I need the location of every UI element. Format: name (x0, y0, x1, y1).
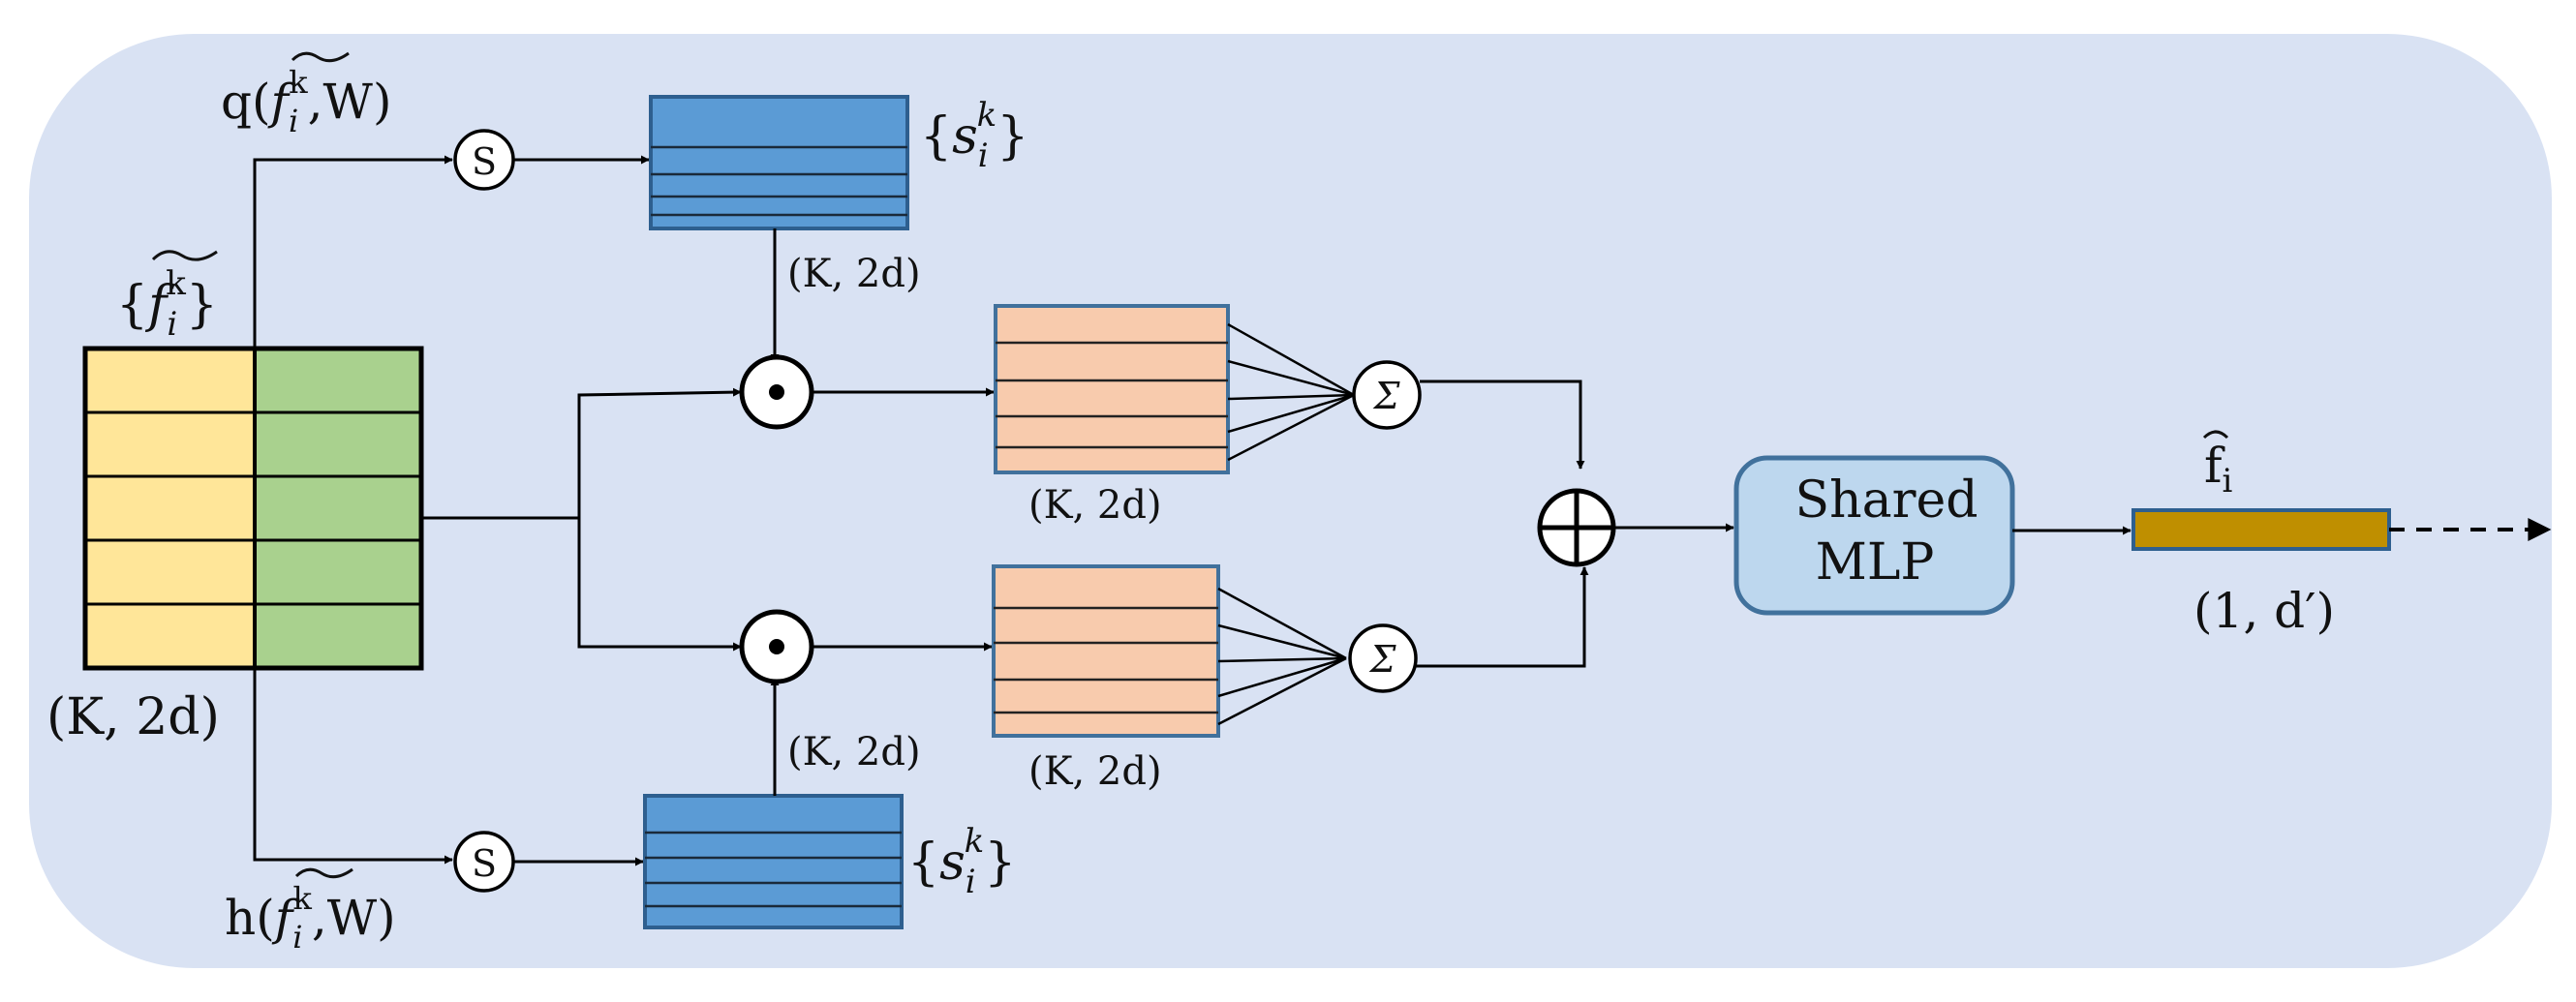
output-hat (2202, 430, 2229, 440)
output-vector (2131, 508, 2391, 551)
sum-bottom-icon: Σ (1348, 623, 1418, 693)
bottom-score-tilde (294, 867, 353, 879)
feature-set-tilde (151, 250, 218, 261)
panel-background (29, 34, 2552, 968)
weighted-bottom-dims-label: (K, 2d) (1028, 749, 1162, 794)
top-branch-line (253, 155, 453, 349)
output-name-label: fi (2204, 438, 2233, 501)
add-icon (1537, 488, 1616, 567)
bottom-branch-line (253, 668, 453, 865)
shared-mlp-box: Shared MLP (1733, 455, 2015, 616)
svg-text:Σ: Σ (1372, 375, 1401, 417)
output-dims-label: (1, d′) (2193, 583, 2335, 639)
bottom-score-function-label: h(fik,W) (225, 880, 396, 956)
sum-top-fan-lines (1227, 322, 1355, 462)
hadamard-bottom-icon (739, 609, 814, 684)
score-matrix-top (649, 95, 909, 230)
svg-text:Σ: Σ (1368, 638, 1397, 681)
feature-matrix (82, 346, 424, 671)
score-bottom-dims-label: (K, 2d) (787, 730, 921, 774)
score-matrix-bottom (643, 794, 904, 929)
softmax-top-icon: S (453, 129, 515, 191)
feature-set-label: {fik} (116, 264, 218, 344)
svg-text:S: S (472, 842, 497, 885)
score-bottom-label: {sik} (907, 822, 1016, 901)
score-top-dims-label: (K, 2d) (787, 252, 921, 296)
weighted-top-dims-label: (K, 2d) (1028, 483, 1162, 528)
mlp-label-line1: Shared (1794, 471, 1978, 530)
weighted-matrix-top (994, 304, 1230, 474)
feature-matrix-yellow-half (85, 349, 255, 668)
svg-text:S: S (472, 140, 497, 183)
sum-bottom-to-add-arrow (1416, 566, 1589, 668)
softmax-bottom-icon: S (453, 831, 515, 893)
sum-top-to-add-arrow (1420, 380, 1585, 470)
split-to-hadamard-top (577, 387, 742, 518)
sum-top-icon: Σ (1352, 360, 1422, 430)
feature-matrix-green-half (255, 349, 421, 668)
mlp-label-line2: MLP (1816, 533, 1935, 592)
top-score-function-label: q(fik,W) (221, 64, 391, 139)
hadamard-top-icon (739, 354, 814, 430)
weighted-matrix-bottom (992, 564, 1220, 738)
split-to-hadamard-bottom (577, 518, 742, 652)
top-score-tilde (291, 51, 350, 63)
sum-bottom-fan-lines (1217, 587, 1347, 726)
score-top-label: {sik} (920, 96, 1028, 175)
feature-dims-label: (K, 2d) (46, 688, 220, 746)
